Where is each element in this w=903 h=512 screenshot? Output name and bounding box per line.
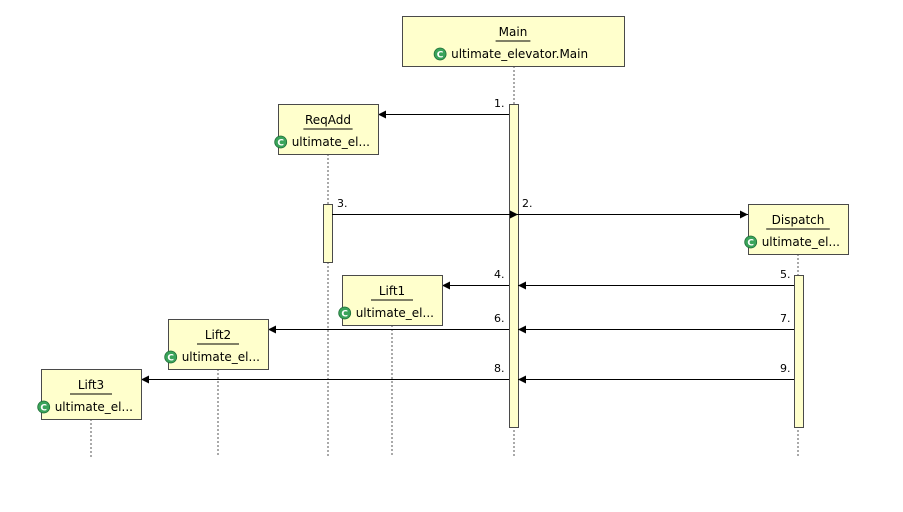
activation-bar-dispatch: [794, 275, 804, 428]
message-label-4: 4.: [494, 268, 505, 281]
svg-text:C: C: [40, 404, 47, 414]
message-label-5: 5.: [780, 268, 791, 281]
message-label-7: 7.: [780, 312, 791, 325]
class-icon: C: [37, 400, 51, 414]
message-label-6: 6.: [494, 312, 505, 325]
svg-text:C: C: [341, 310, 348, 320]
participant-class-label: ultimate_el...: [55, 400, 133, 414]
svg-text:C: C: [167, 354, 174, 364]
message-label-9: 9.: [780, 362, 791, 375]
message-label-2: 2.: [522, 197, 533, 210]
class-icon: C: [164, 350, 178, 364]
messages: [141, 110, 794, 384]
message-label-3: 3.: [337, 197, 348, 210]
participant-name: Lift2: [205, 328, 231, 342]
activation-bar-main: [509, 104, 519, 428]
participant-class-label: ultimate_el...: [356, 306, 434, 320]
participant-name: Lift3: [78, 378, 104, 392]
activation-bar-reqadd: [323, 204, 333, 263]
svg-text:C: C: [277, 139, 284, 149]
participant-name: Main: [499, 25, 528, 39]
participant-name: ReqAdd: [305, 113, 351, 127]
participant-box: [342, 275, 443, 326]
message-label-1: 1.: [494, 97, 505, 110]
participant-name: Dispatch: [772, 213, 825, 227]
class-icon: C: [744, 235, 758, 249]
class-icon: C: [274, 135, 288, 149]
participant-class-label: ultimate_el...: [182, 350, 260, 364]
svg-text:C: C: [437, 51, 444, 61]
participant-class-label: ultimate_el...: [762, 235, 840, 249]
activation-bars: [323, 104, 804, 428]
message-labels: 1. 2. 3. 4. 5. 6. 7. 8. 9.: [337, 97, 791, 375]
class-icon: C: [338, 306, 352, 320]
svg-text:C: C: [747, 239, 754, 249]
class-icon: C: [433, 47, 447, 61]
participant-class-label: ultimate_el...: [292, 135, 370, 149]
message-label-8: 8.: [494, 362, 505, 375]
participant-class-label: ultimate_elevator.Main: [451, 47, 588, 61]
participant-name: Lift1: [379, 284, 405, 298]
lifelines: [90, 66, 799, 457]
